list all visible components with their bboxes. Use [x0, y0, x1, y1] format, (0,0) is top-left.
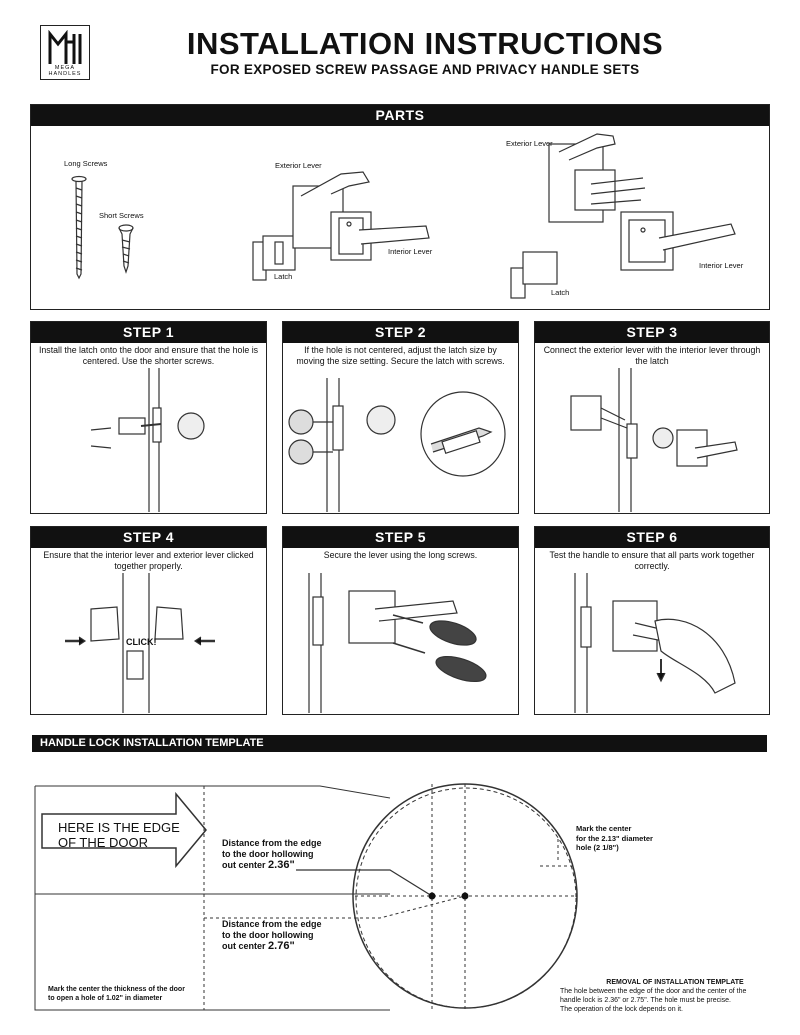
page-subtitle: FOR EXPOSED SCREW PASSAGE AND PRIVACY HA…: [210, 62, 640, 77]
handle-set-1-icon: [252, 171, 430, 281]
step-6-description: Test the handle to ensure that all parts…: [549, 550, 755, 571]
step-5-illustration: [308, 573, 487, 713]
step-3-description: Connect the exterior lever with the inte…: [543, 345, 761, 366]
step-2-description: If the hole is not centered, adjust the …: [296, 345, 505, 366]
label-latch-1: Latch: [274, 272, 293, 281]
step-1-heading: STEP 1: [31, 322, 266, 343]
label-interior-lever-2: Interior Lever: [699, 261, 744, 270]
page-title: INSTALLATION INSTRUCTIONS: [186, 26, 664, 61]
label-long-screws: Long Screws: [64, 159, 108, 168]
center-point-2-icon: [461, 892, 469, 900]
label-latch-2: Latch: [551, 288, 570, 297]
label-interior-lever-1: Interior Lever: [388, 247, 433, 256]
label-short-screws: Short Screws: [99, 211, 144, 220]
step-2-illustration: [288, 378, 506, 512]
step-6-heading: STEP 6: [535, 527, 769, 548]
label-exterior-lever-1: Exterior Lever: [275, 161, 322, 170]
step-2-heading: STEP 2: [283, 322, 518, 343]
step-5-description: Secure the lever using the long screws.: [323, 550, 478, 560]
step-4-heading: STEP 4: [31, 527, 266, 548]
mark-center-label: Mark the center for the 2.13" diameter h…: [576, 824, 653, 852]
brand-logo: MEGA HANDLES: [40, 25, 90, 80]
edge-label: HERE IS THE EDGE OF THE DOOR: [58, 820, 180, 850]
parts-panel: PARTS: [30, 104, 770, 310]
step-3-illustration: [570, 368, 738, 512]
short-screw-icon: [118, 224, 134, 274]
step-3-panel: STEP 3 Connect the exterior lever with t…: [534, 321, 770, 514]
step-4-description: Ensure that the interior lever and exter…: [43, 550, 254, 571]
distance-label-1: Distance from the edge to the door hollo…: [222, 838, 322, 871]
step-6-panel: STEP 6 Test the handle to ensure that al…: [534, 526, 770, 715]
logo-mark-icon: [48, 30, 82, 64]
step-4-illustration: [65, 573, 215, 713]
step-4-panel: STEP 4 Ensure that the interior lever an…: [30, 526, 267, 715]
distance-value-2: 2.76": [268, 940, 295, 952]
distance-label-2: Distance from the edge to the door hollo…: [222, 919, 322, 952]
center-point-1-icon: [428, 892, 436, 900]
long-screw-icon: [71, 175, 87, 280]
step-5-panel: STEP 5 Secure the lever using the long s…: [282, 526, 519, 715]
step-1-description: Install the latch onto the door and ensu…: [38, 345, 259, 366]
removal-notice: REMOVAL OF INSTALLATION TEMPLATE The hol…: [560, 979, 747, 1013]
label-exterior-lever-2: Exterior Lever: [506, 139, 553, 148]
template-heading: HANDLE LOCK INSTALLATION TEMPLATE: [32, 735, 767, 752]
parts-illustration: [71, 133, 736, 299]
parts-heading: PARTS: [31, 105, 769, 126]
step-2-panel: STEP 2 If the hole is not centered, adju…: [282, 321, 519, 514]
step-5-heading: STEP 5: [283, 527, 518, 548]
distance-value-1: 2.36": [268, 859, 295, 871]
template-diagram: [34, 783, 578, 1011]
handle-set-2-icon: [510, 133, 736, 299]
step-1-panel: STEP 1 Install the latch onto the door a…: [30, 321, 267, 514]
step-6-illustration: [574, 573, 736, 713]
step-3-heading: STEP 3: [535, 322, 769, 343]
thickness-label: Mark the center the thickness of the doo…: [48, 986, 185, 1002]
step-1-illustration: [90, 368, 205, 512]
logo-text: MEGA HANDLES: [48, 65, 82, 77]
click-callout: CLICK!: [126, 637, 157, 647]
